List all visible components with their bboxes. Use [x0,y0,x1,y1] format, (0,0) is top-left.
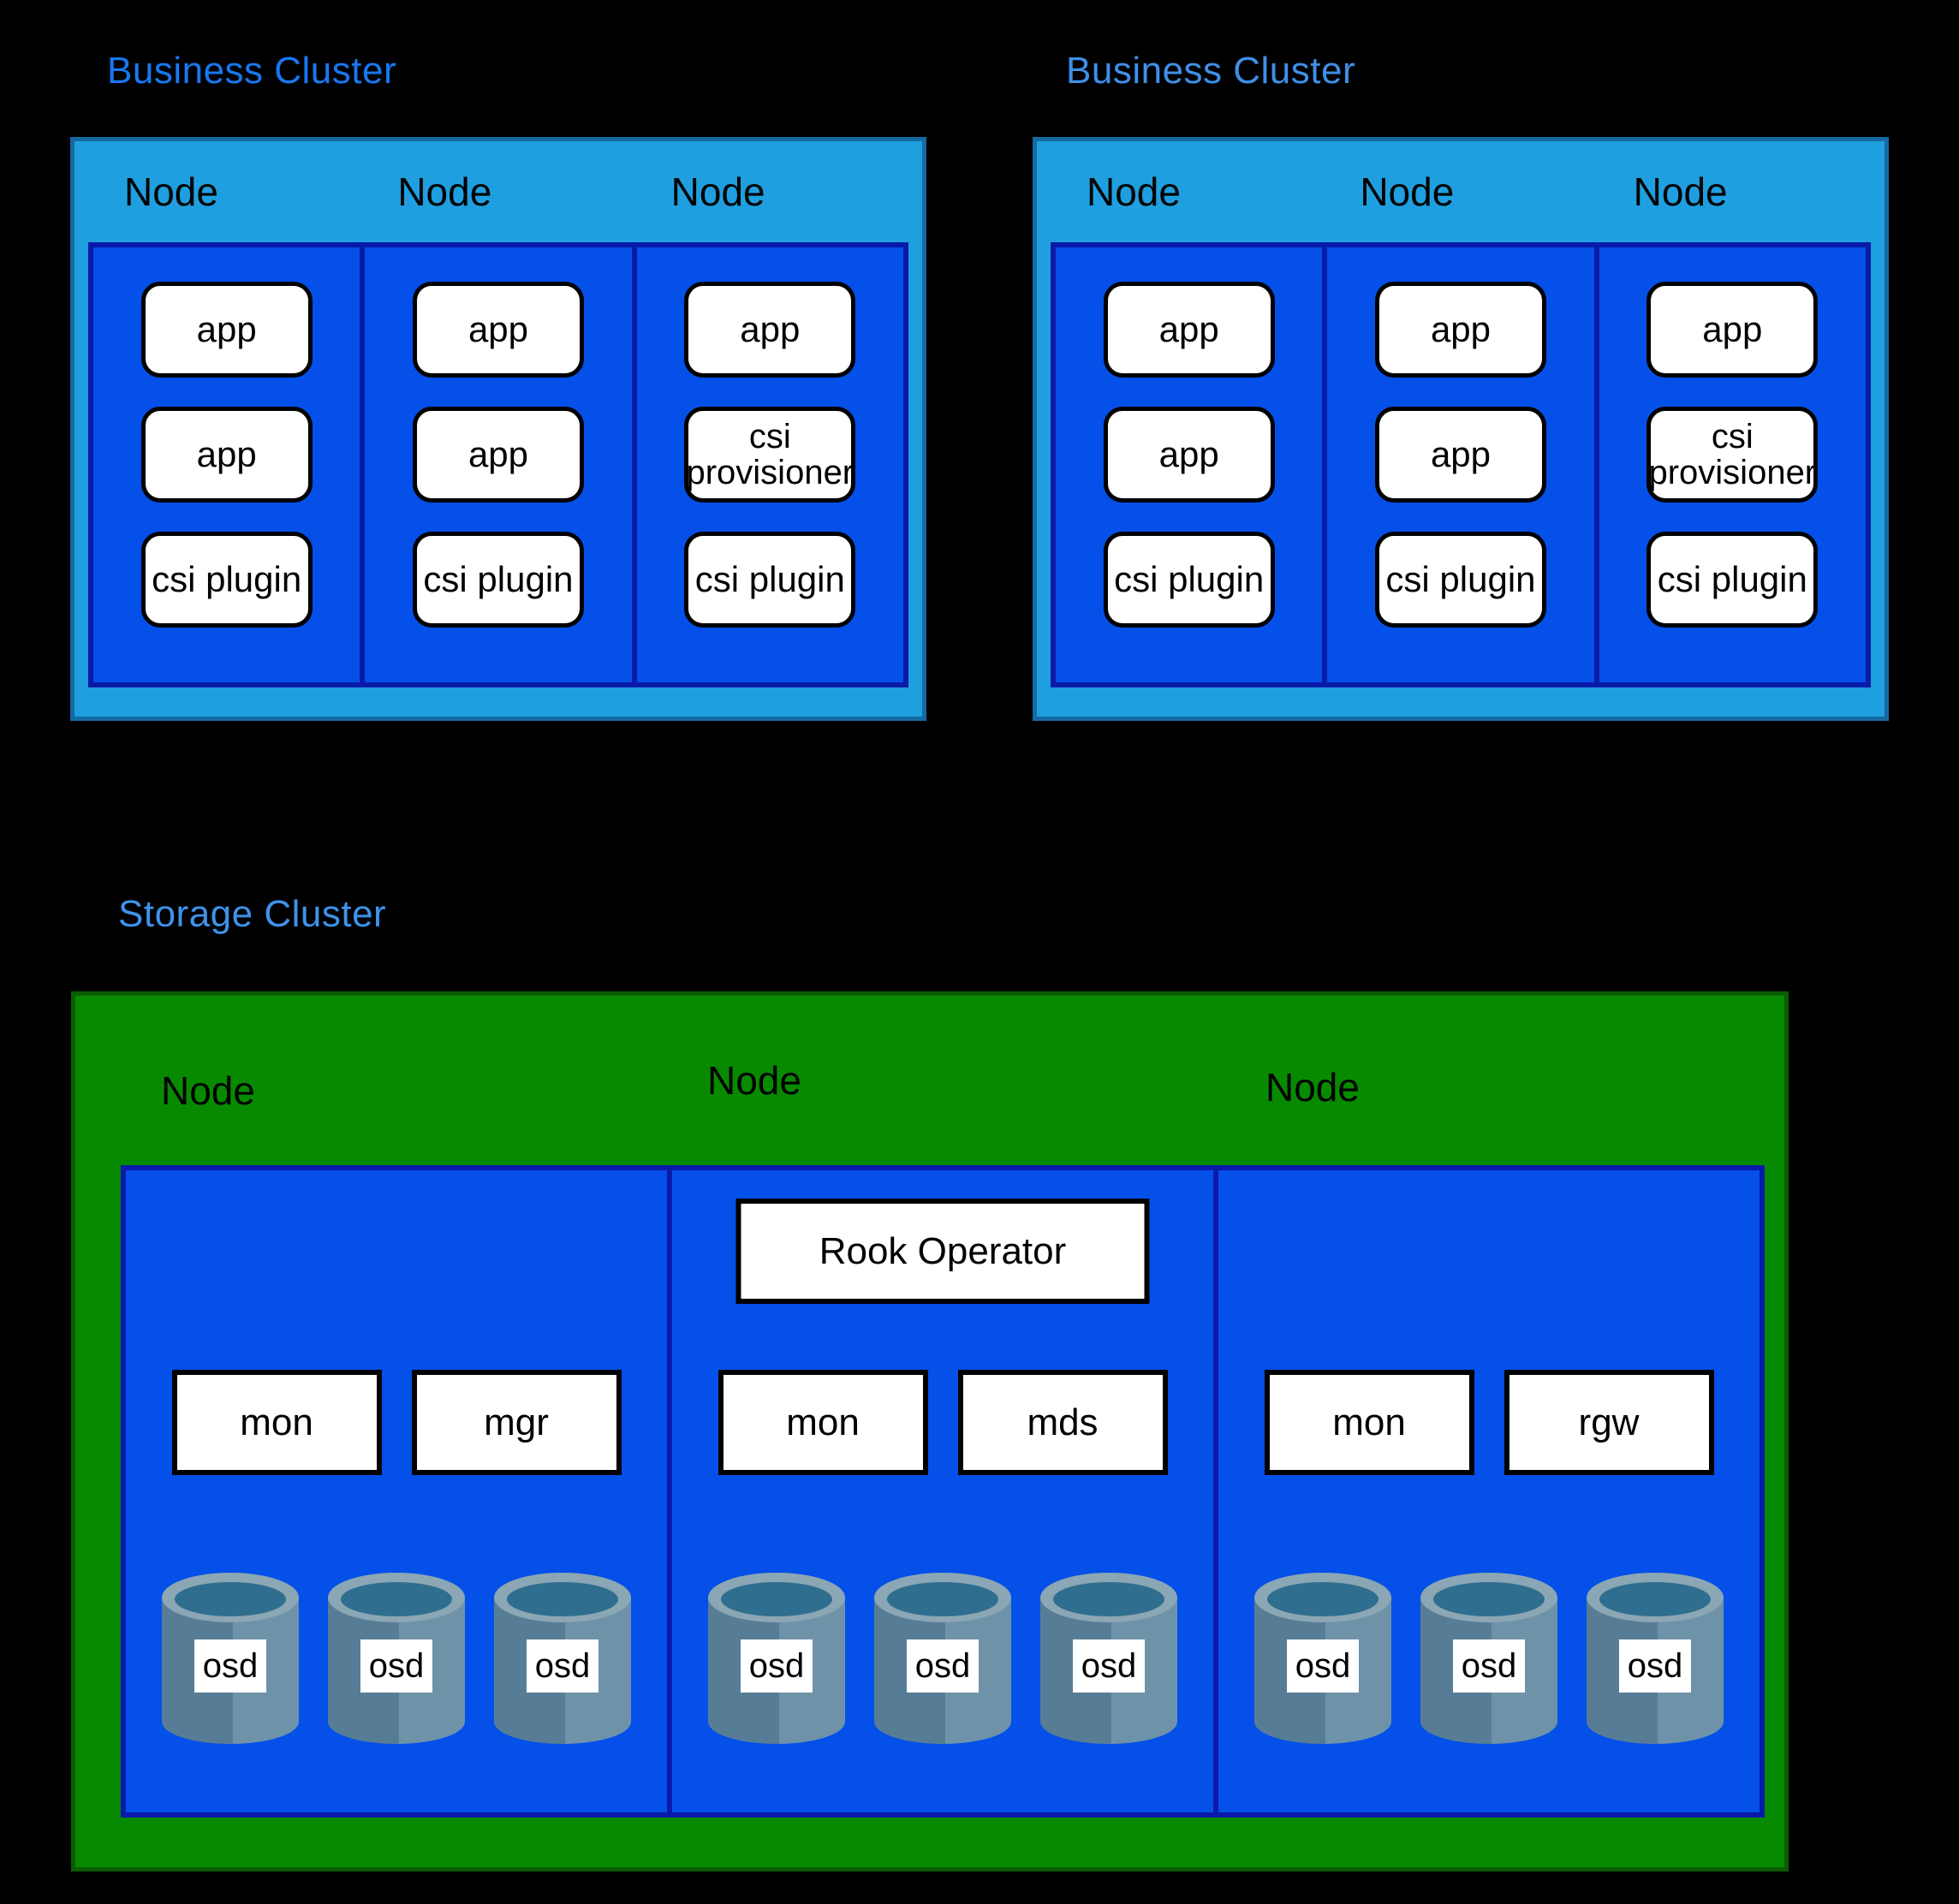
osd-cylinder-icon: osd [494,1573,631,1744]
node-label: Node [1633,170,1728,214]
app-pod: app [1103,282,1275,378]
node-column: app csi provisioner csi plugin [631,247,903,682]
app-pod: app [1646,282,1819,378]
business-cluster-1-node-panel: app app csi plugin app app csi plugin ap… [88,242,908,687]
rgw-box: rgw [1503,1370,1714,1475]
node-label: Node [707,1058,801,1103]
osd-row: osd osd osd [672,1573,1213,1744]
app-pod: app [412,407,584,503]
osd-cylinder-icon: osd [1420,1573,1557,1744]
csi-plugin-pod: csi plugin [412,532,584,628]
osd-label: osd [1287,1639,1359,1693]
business-cluster-1: Node Node Node app app csi plugin app ap… [70,137,926,721]
osd-label: osd [1453,1639,1525,1693]
osd-cylinder-icon: osd [328,1573,465,1744]
mon-box: mon [718,1370,928,1475]
node-label: Node [161,1068,255,1113]
node-column: app app csi plugin [1056,247,1322,682]
osd-label: osd [907,1639,979,1693]
osd-label: osd [1619,1639,1691,1693]
osd-row: osd osd osd [126,1573,667,1744]
node-label: Node [124,170,218,214]
cylinder-hole [1267,1582,1378,1616]
cylinder-hole [1433,1582,1545,1616]
service-row: mon mds [672,1370,1213,1475]
app-pod: app [1374,282,1546,378]
service-row: mon mgr [126,1370,667,1475]
business-cluster-1-node-header: Node Node Node [74,141,922,242]
mds-box: mds [957,1370,1168,1475]
osd-cylinder-icon: osd [708,1573,845,1744]
node-label: Node [1087,170,1181,214]
cylinder-hole [721,1582,832,1616]
mon-box: mon [1264,1370,1474,1475]
csi-provisioner-pod: csi provisioner [1646,407,1819,503]
cylinder-hole [341,1582,452,1616]
csi-provisioner-pod: csi provisioner [684,407,856,503]
node-label: Node [1265,1065,1360,1110]
cylinder-hole [1599,1582,1711,1616]
storage-cluster: Node Node Node mon mgr osd osd [71,991,1789,1871]
storage-node-column: mon rgw osd osd [1213,1170,1760,1812]
cylinder-hole [507,1582,618,1616]
cylinder-hole [175,1582,286,1616]
service-row: mon rgw [1218,1370,1760,1475]
csi-plugin-pod: csi plugin [684,532,856,628]
csi-plugin-pod: csi plugin [140,532,313,628]
osd-cylinder-icon: osd [1254,1573,1391,1744]
csi-plugin-pod: csi plugin [1374,532,1546,628]
node-column: app app csi plugin [93,247,360,682]
business-cluster-2: Node Node Node app app csi plugin app ap… [1033,137,1889,721]
node-column: app app csi plugin [1322,247,1593,682]
osd-cylinder-icon: osd [1587,1573,1724,1744]
rook-operator-box: Rook Operator [735,1199,1150,1304]
storage-node-column: mon mgr osd osd [126,1170,667,1812]
storage-cluster-title: Storage Cluster [118,893,387,935]
osd-cylinder-icon: osd [874,1573,1011,1744]
node-label: Node [397,170,492,214]
business-cluster-1-title: Business Cluster [107,50,397,92]
app-pod: app [412,282,584,378]
node-column: app csi provisioner csi plugin [1593,247,1866,682]
business-cluster-2-node-header: Node Node Node [1037,141,1885,242]
app-pod: app [140,407,313,503]
csi-plugin-pod: csi plugin [1103,532,1275,628]
app-pod: app [1374,407,1546,503]
storage-node-panel: mon mgr osd osd [121,1165,1765,1818]
node-label: Node [1360,170,1455,214]
storage-node-column: Rook Operator mon mds osd osd [667,1170,1213,1812]
app-pod: app [1103,407,1275,503]
osd-label: osd [1073,1639,1145,1693]
mon-box: mon [171,1370,382,1475]
osd-label: osd [741,1639,813,1693]
osd-cylinder-icon: osd [1040,1573,1177,1744]
node-column: app app csi plugin [360,247,631,682]
node-label: Node [670,170,765,214]
osd-label: osd [527,1639,598,1693]
business-cluster-2-node-panel: app app csi plugin app app csi plugin ap… [1051,242,1871,687]
osd-row: osd osd osd [1218,1573,1760,1744]
app-pod: app [684,282,856,378]
csi-plugin-pod: csi plugin [1646,532,1819,628]
cylinder-hole [1053,1582,1164,1616]
cylinder-hole [887,1582,998,1616]
osd-label: osd [194,1639,266,1693]
mgr-box: mgr [411,1370,622,1475]
osd-label: osd [360,1639,432,1693]
app-pod: app [140,282,313,378]
osd-cylinder-icon: osd [162,1573,299,1744]
business-cluster-2-title: Business Cluster [1066,50,1356,92]
